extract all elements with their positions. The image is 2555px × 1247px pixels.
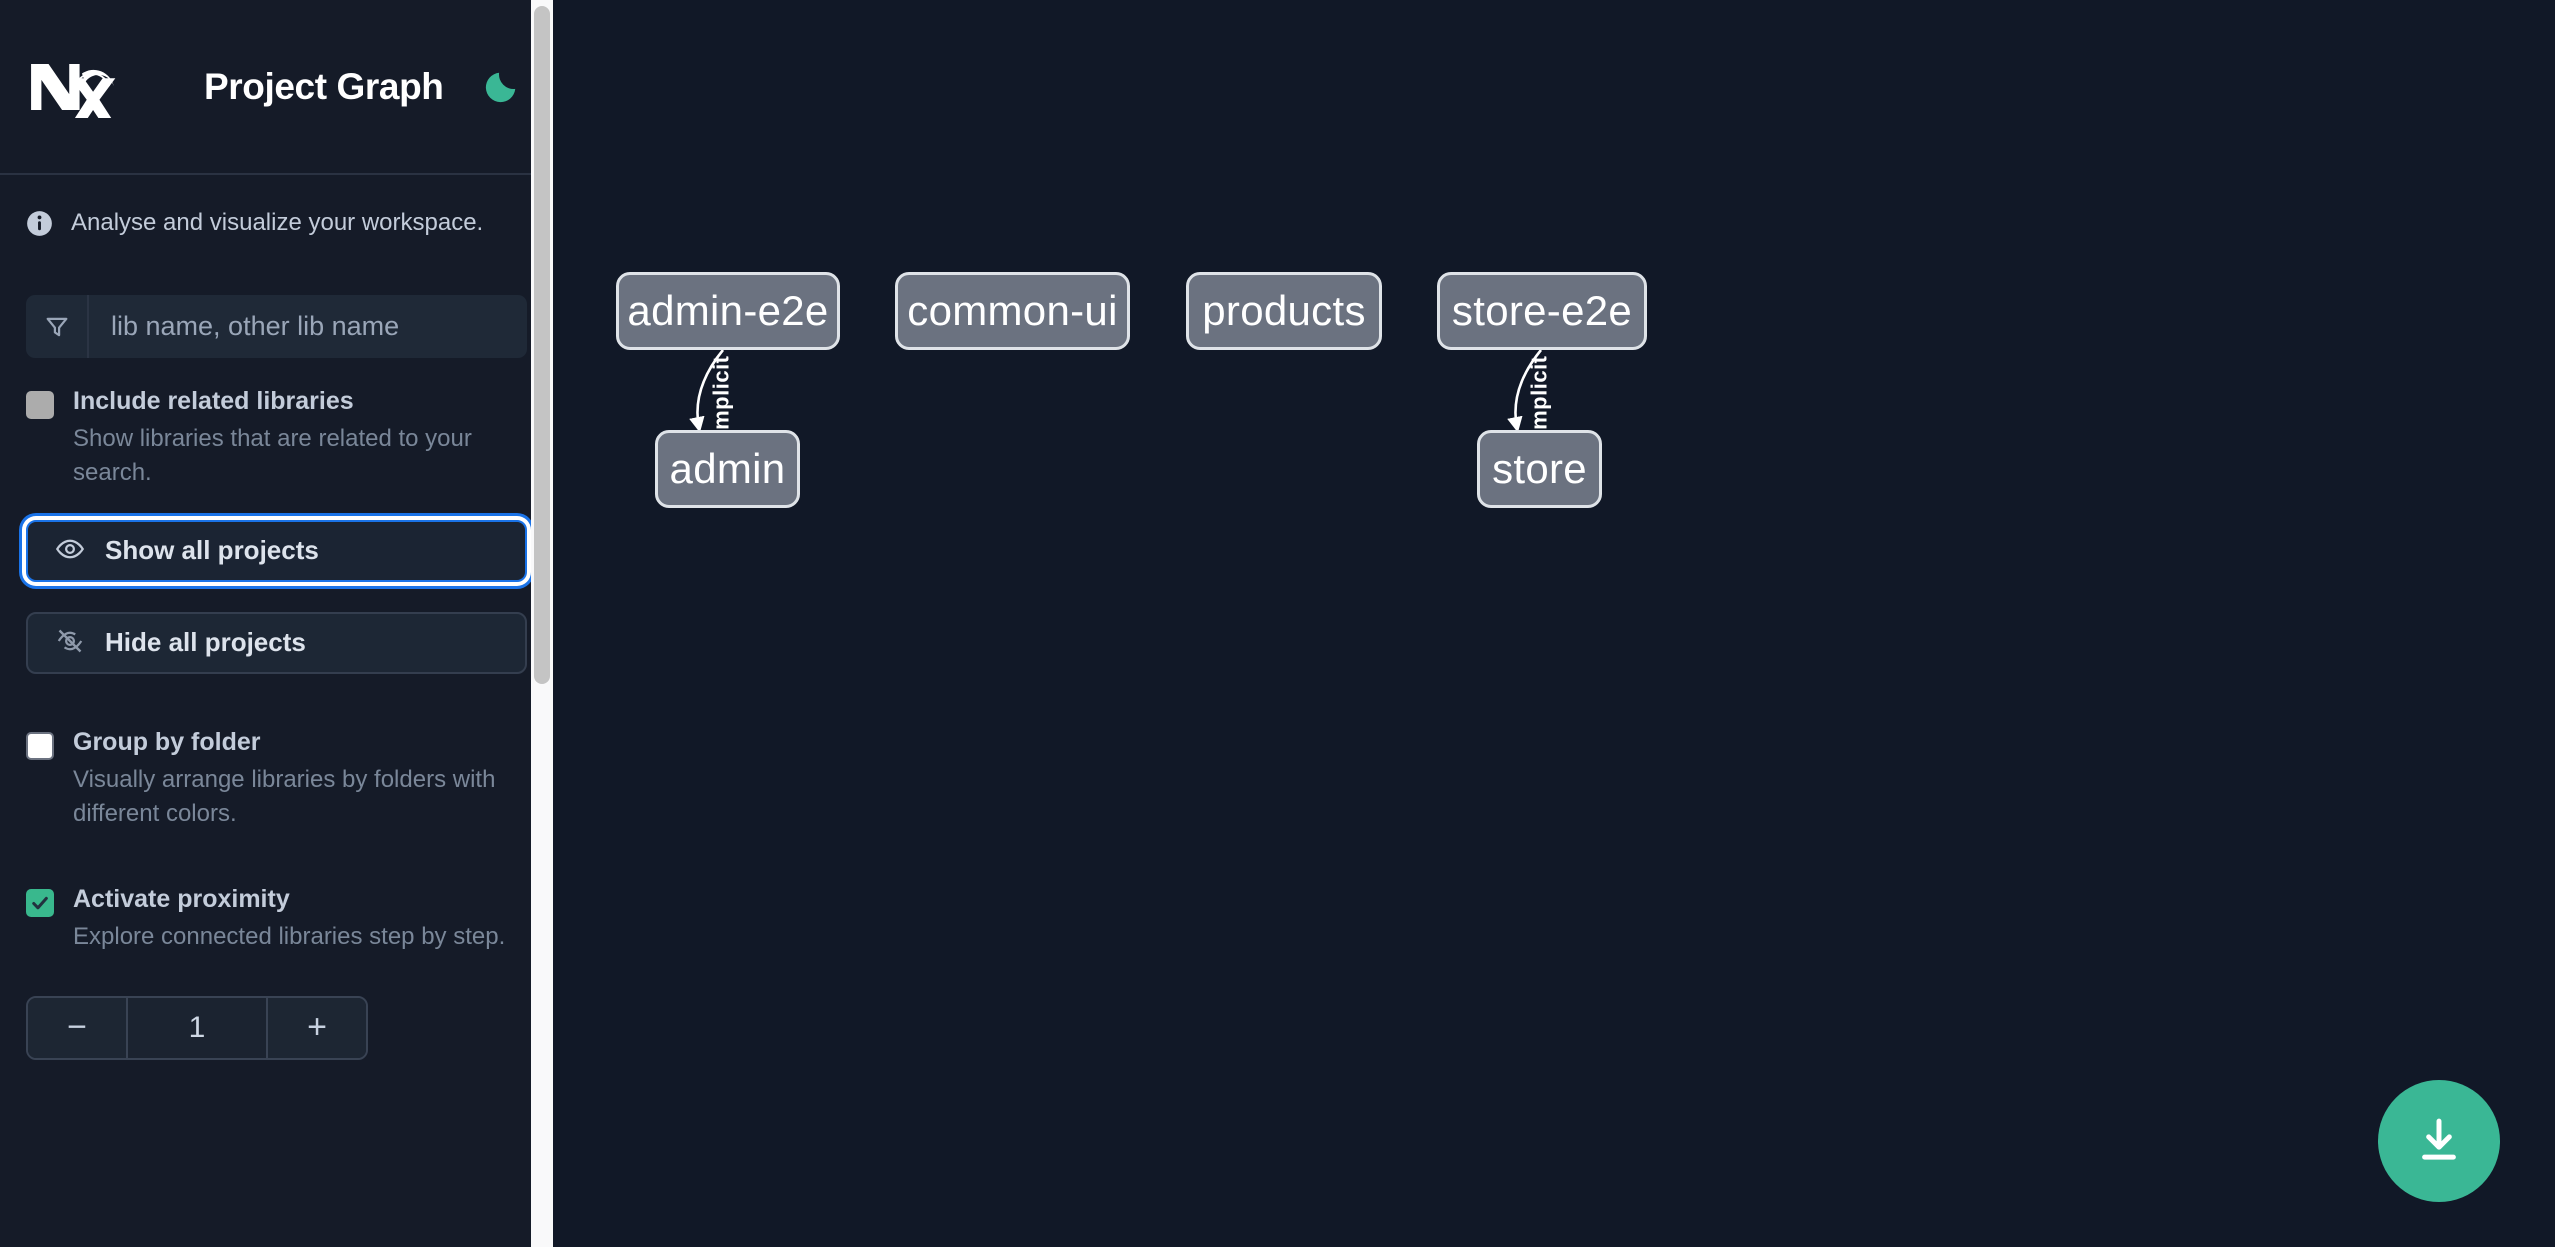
node-label: products: [1202, 287, 1366, 334]
include-related-libraries-checkbox[interactable]: [26, 391, 54, 419]
option-text: Activate proximity Explore connected lib…: [73, 883, 505, 954]
node-label: admin: [669, 445, 786, 492]
search-input[interactable]: [89, 295, 527, 358]
proximity-decrement-button[interactable]: −: [28, 997, 128, 1058]
graph-edges: [689, 349, 1543, 433]
proximity-value: 1: [128, 997, 266, 1058]
option-include-related-libraries[interactable]: Include related libraries Show libraries…: [26, 385, 527, 490]
hide-all-projects-label: Hide all projects: [105, 627, 306, 658]
option-label: Activate proximity: [73, 884, 290, 913]
show-all-projects-button[interactable]: Show all projects: [26, 519, 527, 582]
node-label: admin-e2e: [627, 287, 829, 334]
graph-node-store[interactable]: store: [1477, 430, 1602, 508]
nx-logo-icon: [26, 56, 122, 124]
info-icon: [26, 210, 53, 237]
graph-node-admin[interactable]: admin: [655, 430, 800, 508]
edge-label-admin: implicit: [708, 355, 734, 437]
eye-off-icon: [55, 626, 85, 659]
option-activate-proximity[interactable]: Activate proximity Explore connected lib…: [26, 883, 527, 954]
graph-node-products[interactable]: products: [1186, 272, 1382, 350]
sidebar-header: Project Graph: [0, 0, 553, 175]
option-description: Explore connected libraries step by step…: [73, 922, 506, 950]
group-by-folder-checkbox[interactable]: [26, 731, 54, 760]
option-group-by-folder[interactable]: Group by folder Visually arrange librari…: [26, 726, 527, 831]
option-text: Include related libraries Show libraries…: [73, 385, 527, 490]
graph-node-admin-e2e[interactable]: admin-e2e: [616, 272, 840, 350]
filter-box[interactable]: [26, 295, 527, 358]
node-label: common-ui: [907, 287, 1118, 334]
graph-node-common-ui[interactable]: common-ui: [895, 272, 1130, 350]
option-label: Include related libraries: [73, 387, 354, 415]
sidebar-scrollbar[interactable]: [531, 0, 553, 1247]
edge-label-store: implicit: [1526, 355, 1552, 437]
activate-proximity-checkbox[interactable]: [26, 888, 54, 917]
sidebar: Project Graph Analyse and visualize your…: [0, 0, 553, 1247]
proximity-stepper[interactable]: − 1 +: [26, 995, 368, 1060]
check-icon: [32, 896, 48, 910]
option-description: Show libraries that are related to your …: [73, 424, 472, 486]
proximity-increment-button[interactable]: +: [266, 997, 366, 1058]
option-text: Group by folder Visually arrange librari…: [73, 726, 527, 831]
workspace-info-text: Analyse and visualize your workspace.: [71, 209, 484, 236]
option-label: Group by folder: [73, 727, 261, 756]
node-label: store: [1492, 445, 1587, 492]
option-description: Visually arrange libraries by folders wi…: [73, 765, 496, 827]
show-all-projects-label: Show all projects: [105, 535, 319, 566]
workspace-info: Analyse and visualize your workspace.: [26, 175, 527, 271]
moon-icon[interactable]: [481, 67, 521, 107]
sidebar-scrollbar-thumb[interactable]: [534, 6, 550, 684]
download-graph-button[interactable]: [2378, 1080, 2500, 1202]
page-title: Project Graph: [204, 65, 444, 107]
hide-all-projects-button[interactable]: Hide all projects: [26, 611, 527, 674]
node-label: store-e2e: [1451, 287, 1633, 334]
sidebar-body: Analyse and visualize your workspace. In…: [0, 175, 553, 1060]
graph-canvas[interactable]: implicit implicit admin-e2e common-ui pr…: [553, 0, 2555, 1247]
filter-funnel-icon: [26, 295, 89, 358]
download-icon: [2412, 1113, 2466, 1170]
eye-icon: [55, 534, 85, 567]
graph-node-store-e2e[interactable]: store-e2e: [1437, 272, 1647, 350]
